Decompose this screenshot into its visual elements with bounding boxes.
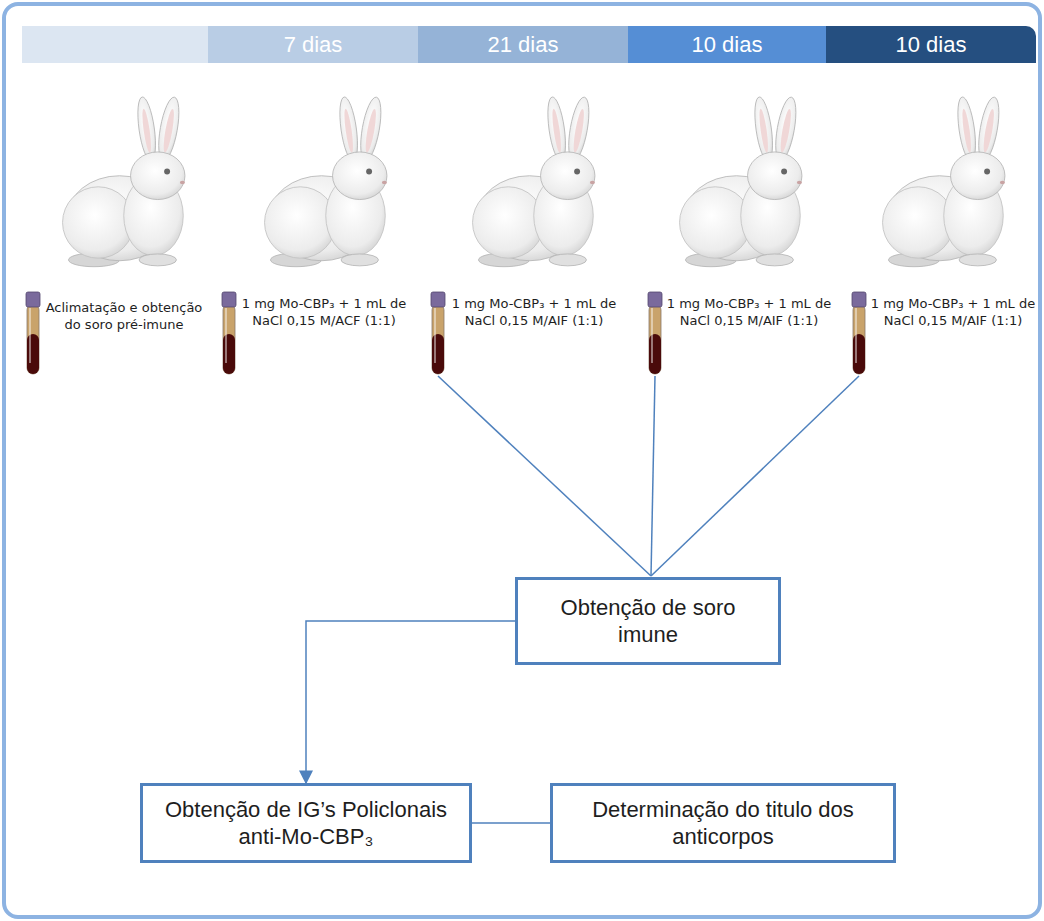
collection-line xyxy=(651,376,655,576)
protocol-note: 1 mg Mo-CBP₃ + 1 mL de NaCl 0,15 M/ACF (… xyxy=(240,296,408,330)
collection-line xyxy=(651,376,859,576)
rabbit xyxy=(883,96,1005,267)
protocol-note: 1 mg Mo-CBP₃ + 1 mL de NaCl 0,15 M/AIF (… xyxy=(666,296,832,330)
flow-connector xyxy=(472,822,550,824)
time-band: 10 dias xyxy=(826,26,1036,63)
protocol-note: Aclimatação e obtenção do soro pré-imune xyxy=(44,300,204,334)
time-band: 10 dias xyxy=(628,26,826,63)
rabbit xyxy=(265,96,387,267)
time-band: 21 dias xyxy=(418,26,628,63)
header-band xyxy=(22,26,208,63)
blood-tube xyxy=(852,292,866,374)
rabbit xyxy=(473,96,595,267)
rabbit xyxy=(63,96,185,267)
outer-frame xyxy=(4,4,1040,917)
blood-tube xyxy=(222,292,236,374)
blood-tube xyxy=(26,292,40,374)
node-text: Determinação do titulo dos anticorpos xyxy=(565,796,881,851)
node-text: 10 dias xyxy=(896,32,967,58)
blood-tube xyxy=(648,292,662,374)
process-box: Obtenção de IG’s Policlonais anti-Mo-CBP… xyxy=(140,783,472,863)
node-text: Obtenção de soro imune xyxy=(530,594,766,649)
process-box: Determinação do titulo dos anticorpos xyxy=(550,783,896,863)
node-text: Obtenção de IG’s Policlonais anti-Mo-CBP… xyxy=(155,796,457,851)
flow-connector xyxy=(306,621,515,783)
collection-line xyxy=(438,376,651,576)
node-text: 7 dias xyxy=(284,32,343,58)
blood-tube xyxy=(431,292,445,374)
node-text: 21 dias xyxy=(488,32,559,58)
time-band: 7 dias xyxy=(208,26,418,63)
process-box: Obtenção de soro imune xyxy=(515,577,781,665)
rabbit xyxy=(680,96,802,267)
node-text: 10 dias xyxy=(692,32,763,58)
protocol-note: 1 mg Mo-CBP₃ + 1 mL de NaCl 0,15 M/AIF (… xyxy=(870,296,1036,330)
protocol-note: 1 mg Mo-CBP₃ + 1 mL de NaCl 0,15 M/AIF (… xyxy=(449,296,619,330)
